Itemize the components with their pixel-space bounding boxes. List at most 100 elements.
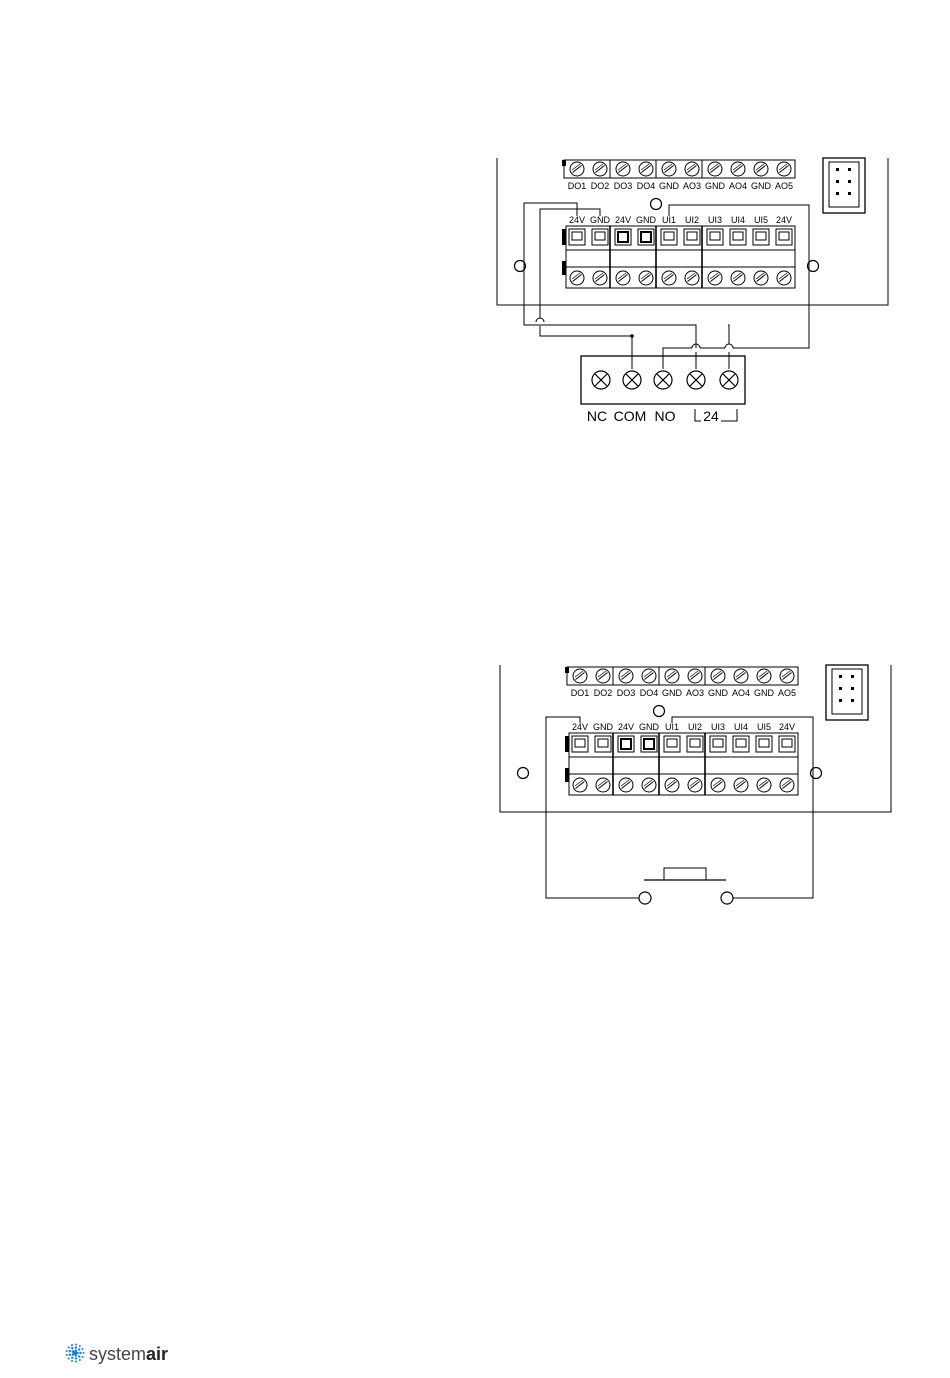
logo-dot bbox=[68, 1346, 70, 1348]
push-button-wiring-diagram: DO1DO2DO3DO4GNDAO3GNDAO4GNDAO524VGND24VG… bbox=[500, 665, 891, 904]
bottom-screw-terminal bbox=[711, 778, 725, 792]
bottom-terminal-label: GND bbox=[639, 722, 660, 732]
relay-label-24: 24 bbox=[703, 408, 719, 424]
mounting-hole bbox=[811, 768, 822, 779]
bottom-screw-terminal bbox=[642, 778, 656, 792]
logo-dot bbox=[66, 1354, 68, 1356]
bottom-screw-terminal bbox=[616, 271, 630, 285]
relay-screw-terminal bbox=[720, 371, 738, 389]
led-indicator bbox=[651, 199, 662, 210]
systemair-logo: systemair bbox=[66, 1344, 168, 1364]
top-terminal-label: DO2 bbox=[594, 688, 613, 698]
supply-bracket bbox=[695, 409, 701, 421]
top-screw-terminal bbox=[665, 669, 679, 683]
bottom-terminal-label: UI3 bbox=[708, 215, 722, 225]
logo-dot bbox=[79, 1345, 81, 1347]
top-screw-terminal bbox=[708, 162, 722, 176]
logo-dot bbox=[76, 1352, 79, 1355]
top-terminal-label: GND bbox=[708, 688, 729, 698]
top-terminal-label: AO3 bbox=[683, 181, 701, 191]
relay-label-no: NO bbox=[655, 408, 676, 424]
top-terminal-label: DO1 bbox=[571, 688, 590, 698]
push-button-contact bbox=[639, 892, 651, 904]
wire-junction bbox=[630, 334, 634, 338]
bottom-screw-terminal bbox=[593, 271, 607, 285]
lever-slot bbox=[644, 739, 654, 749]
push-release-lever bbox=[569, 229, 585, 245]
bottom-screw-terminal bbox=[734, 778, 748, 792]
top-screw-terminal bbox=[573, 669, 587, 683]
top-screw-terminal bbox=[688, 669, 702, 683]
lever-slot bbox=[621, 739, 631, 749]
bottom-screw-terminal bbox=[662, 271, 676, 285]
push-release-lever bbox=[687, 736, 703, 752]
bottom-screw-terminal bbox=[639, 271, 653, 285]
push-button-cap bbox=[664, 868, 706, 880]
top-screw-terminal bbox=[685, 162, 699, 176]
top-terminal-label: DO4 bbox=[637, 181, 656, 191]
bottom-screw-terminal bbox=[780, 778, 794, 792]
supply-bracket bbox=[721, 409, 737, 421]
wire-crossover bbox=[725, 344, 733, 348]
lever-slot bbox=[641, 232, 651, 242]
bottom-screw-terminal bbox=[685, 271, 699, 285]
top-terminal-label: AO3 bbox=[686, 688, 704, 698]
header-pin bbox=[836, 168, 839, 171]
relay-label-com: COM bbox=[614, 408, 647, 424]
push-release-lever bbox=[592, 229, 608, 245]
top-screw-terminal bbox=[754, 162, 768, 176]
logo-dot bbox=[75, 1346, 77, 1348]
led-indicator bbox=[654, 706, 665, 717]
wire-crossover bbox=[536, 318, 544, 322]
relay-screw-terminal bbox=[654, 371, 672, 389]
bottom-screw-terminal bbox=[665, 778, 679, 792]
top-terminal-label: GND bbox=[705, 181, 726, 191]
block-marker bbox=[562, 261, 566, 275]
push-release-lever bbox=[661, 229, 677, 245]
top-terminal-label: GND bbox=[659, 181, 680, 191]
push-release-lever bbox=[753, 229, 769, 245]
logo-dot bbox=[79, 1359, 81, 1361]
bottom-terminal-label: 24V bbox=[776, 215, 792, 225]
bottom-screw-terminal bbox=[731, 271, 745, 285]
top-screw-terminal bbox=[662, 162, 676, 176]
push-release-lever bbox=[756, 736, 772, 752]
logo-dot bbox=[71, 1344, 73, 1346]
logo-dots-icon bbox=[66, 1344, 85, 1363]
top-screw-terminal bbox=[596, 669, 610, 683]
header-pin bbox=[851, 699, 854, 702]
push-release-lever bbox=[572, 736, 588, 752]
bottom-terminal-label: UI4 bbox=[734, 722, 748, 732]
logo-dot bbox=[69, 1350, 71, 1352]
bottom-terminal-label: UI1 bbox=[662, 215, 676, 225]
top-screw-terminal bbox=[642, 669, 656, 683]
bottom-terminal-label: UI5 bbox=[757, 722, 771, 732]
push-release-lever bbox=[595, 736, 611, 752]
block-marker bbox=[562, 229, 566, 245]
header-pin bbox=[848, 180, 851, 183]
logo-dot bbox=[78, 1355, 80, 1357]
bottom-screw-terminal bbox=[619, 778, 633, 792]
top-terminal-label: AO5 bbox=[775, 181, 793, 191]
bottom-screw-terminal bbox=[708, 271, 722, 285]
top-screw-terminal bbox=[780, 669, 794, 683]
logo-dot bbox=[74, 1349, 77, 1352]
bottom-screw-terminal bbox=[573, 778, 587, 792]
top-screw-terminal bbox=[734, 669, 748, 683]
block-marker bbox=[565, 768, 569, 782]
top-terminal-label: DO3 bbox=[617, 688, 636, 698]
header-pin bbox=[836, 180, 839, 183]
header-pin bbox=[839, 699, 842, 702]
logo-dot bbox=[82, 1348, 84, 1350]
block-marker bbox=[562, 160, 566, 166]
bottom-terminal-label: 24V bbox=[779, 722, 795, 732]
top-screw-terminal bbox=[616, 162, 630, 176]
top-terminal-label: DO4 bbox=[640, 688, 659, 698]
bottom-terminal-label: GND bbox=[636, 215, 657, 225]
header-pin bbox=[848, 192, 851, 195]
logo-dot bbox=[71, 1360, 73, 1362]
header-pin bbox=[836, 192, 839, 195]
logo-dot bbox=[83, 1352, 85, 1354]
bottom-terminal-label: 24V bbox=[569, 215, 585, 225]
header-pin bbox=[851, 675, 854, 678]
